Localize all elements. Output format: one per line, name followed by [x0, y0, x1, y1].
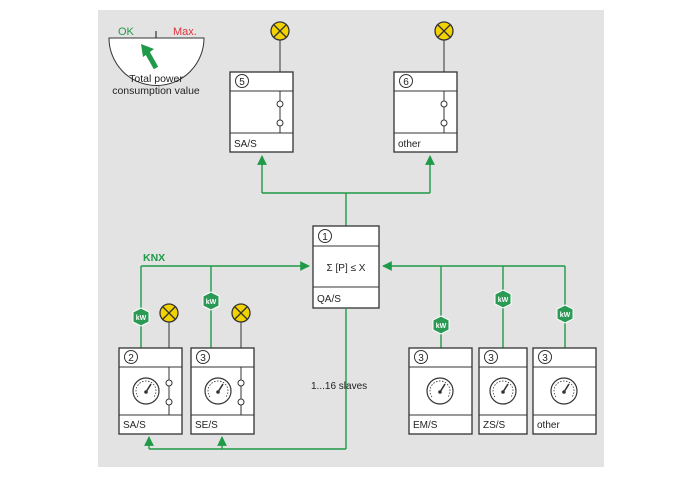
meter-icon — [204, 377, 232, 405]
device-name: other — [398, 139, 421, 150]
left-device-2: 2 SA/S — [118, 303, 183, 435]
right-device-other: 3 other — [532, 347, 597, 435]
relay-contact-bottom — [237, 398, 245, 406]
lamp-cross — [162, 306, 176, 320]
device-number: 2 — [128, 353, 134, 364]
relay-contact-bottom — [165, 398, 173, 406]
central-name: QA/S — [317, 294, 341, 305]
relay-contact-top — [276, 100, 284, 108]
gauge-max-label: Max. — [173, 26, 197, 38]
meter-icon — [550, 377, 578, 405]
right-device-em: 3 EM/S — [408, 347, 473, 435]
top-device-6: 6 other — [393, 21, 458, 153]
central-unit: 1 Σ [P] ≤ X QA/S — [312, 225, 380, 309]
device-number-circle — [124, 350, 138, 364]
gauge-needle-tip — [141, 44, 154, 57]
device-name: SA/S — [234, 139, 257, 150]
meter-icon — [489, 377, 517, 405]
device-number-circle — [235, 74, 249, 88]
control-arrows-top — [257, 155, 435, 226]
meter-icon — [426, 377, 454, 405]
kw-label: kW — [136, 315, 147, 322]
kw-label: kW — [498, 297, 509, 304]
kw-badges: kW kW kW kW kW — [132, 289, 574, 335]
power-gauge: OK Max. Total power consumption value — [108, 26, 205, 97]
device-name: SE/S — [195, 420, 218, 431]
gauge-caption-line2: consumption value — [112, 85, 200, 97]
meter-icon — [132, 377, 160, 405]
top-device-5: 5 SA/S — [229, 21, 294, 153]
device-name: EM/S — [413, 420, 438, 431]
relay-contact-bottom — [440, 119, 448, 127]
kw-badge: kW — [132, 307, 150, 327]
kw-badge: kW — [556, 304, 574, 324]
lamp-cross — [273, 24, 287, 38]
kw-label: kW — [560, 312, 571, 319]
slaves-line — [144, 308, 347, 450]
device-number: 5 — [239, 77, 245, 88]
kw-label: kW — [206, 299, 217, 306]
relay-contact-top — [440, 100, 448, 108]
lamp-cross — [437, 24, 451, 38]
device-number: 3 — [200, 353, 206, 364]
slaves-label: 1...16 slaves — [311, 381, 367, 392]
device-number-circle — [414, 350, 428, 364]
relay-contact-top — [237, 379, 245, 387]
central-number-circle — [318, 229, 332, 243]
device-number: 3 — [418, 353, 424, 364]
gauge-dial — [108, 37, 205, 86]
lamp-cross — [234, 306, 248, 320]
central-number: 1 — [322, 232, 328, 243]
kw-badge: kW — [494, 289, 512, 309]
device-number: 3 — [542, 353, 548, 364]
device-number-circle — [538, 350, 552, 364]
left-device-3: 3 SE/S — [190, 303, 255, 435]
gauge-caption-line1: Total power — [129, 73, 183, 85]
gauge-needle — [144, 50, 159, 70]
device-number: 6 — [403, 77, 409, 88]
device-name: other — [537, 420, 560, 431]
knx-label: KNX — [143, 252, 165, 264]
relay-contact-bottom — [276, 119, 284, 127]
right-device-zs: 3 ZS/S — [478, 347, 528, 435]
device-number: 3 — [488, 353, 494, 364]
device-name: ZS/S — [483, 420, 506, 431]
relay-contact-top — [165, 379, 173, 387]
kw-label: kW — [436, 323, 447, 330]
device-number-circle — [484, 350, 498, 364]
central-formula: Σ [P] ≤ X — [327, 263, 366, 274]
kw-badge: kW — [202, 291, 220, 311]
kw-badge: kW — [432, 315, 450, 335]
gauge-ok-label: OK — [118, 26, 135, 38]
device-name: SA/S — [123, 420, 146, 431]
device-number-circle — [399, 74, 413, 88]
device-number-circle — [196, 350, 210, 364]
